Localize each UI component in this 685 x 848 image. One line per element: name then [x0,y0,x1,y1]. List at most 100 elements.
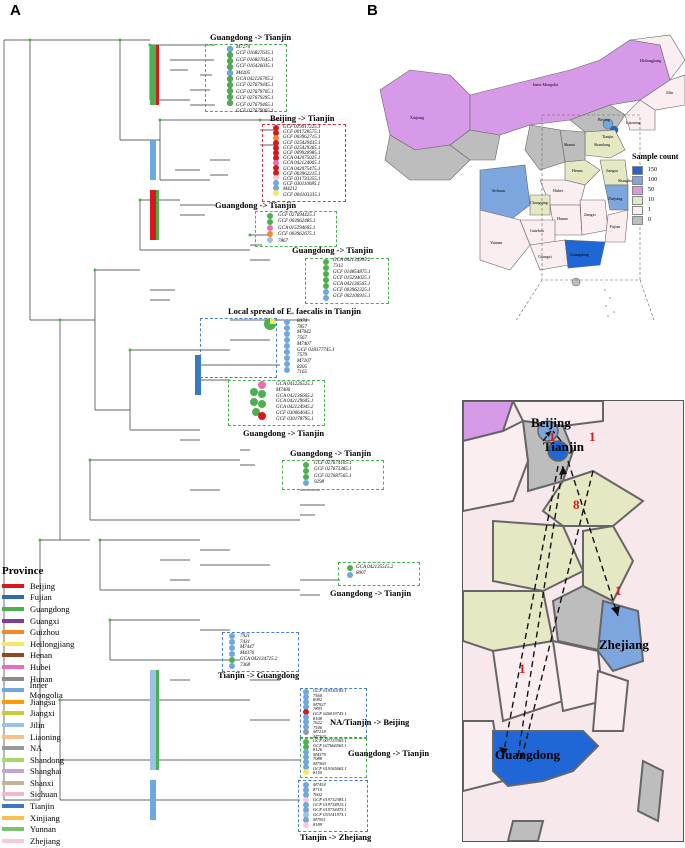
sample-swatch [632,215,643,225]
legend-item: Xinjiang [2,812,82,824]
clade-label: NA/Tianjin -> Beijing [330,717,410,727]
legend-item: Yunnan [2,823,82,835]
sample-label: 150 [648,167,657,173]
map-label: Zhejiang [608,196,623,201]
clade-box [228,380,325,426]
region-henan [564,159,601,186]
legend-label: Tianjin [30,801,55,812]
legend-item: Heilongjiang [2,638,82,650]
map-label: Fujian [610,224,621,229]
clade-label: Guangdong -> Tianjin [348,748,430,758]
legend-label: Shanxi [30,777,54,788]
legend-item: Henan [2,650,82,662]
map-label: Shandong [594,142,610,147]
legend-swatch [2,606,24,611]
legend-swatch [2,838,24,843]
map-label: Guangdong [570,252,589,257]
region-heilongjiang [629,34,685,81]
count-tianjin-to-guangdong: 1 [519,661,526,676]
clade-box [205,44,287,112]
sample-swatch [632,205,643,215]
legend-label: Beijing [30,580,56,591]
legend-item: Jiangxi [2,708,82,720]
legend-swatch [2,641,24,646]
sample-swatch [632,175,643,185]
sample-legend-item: 10 [632,195,685,205]
sample-legend-item: 50 [632,185,685,195]
map-label: Beijing [598,117,610,122]
sample-legend-item: 100 [632,175,685,185]
sample-legend-item: 150 [632,165,685,175]
zoom-region-hubei [463,590,555,653]
legend-swatch [2,699,24,704]
zoom-label-beijing: Beijing [531,415,571,430]
legend-item: Tianjin [2,800,82,812]
legend-swatch [2,630,24,635]
legend-label: Fujian [30,592,52,603]
legend-swatch [2,653,24,658]
map-label: Xinjiang [410,115,424,120]
legend-item: Guangxi [2,615,82,627]
tree-svg [3,38,340,820]
zoom-inset: Beijing Tianjin Zhejiang Guangdong 1 1 8… [462,400,684,842]
map-label: Liaoning [626,120,641,125]
sample-swatch [632,185,643,195]
legend-item: Hubei [2,661,82,673]
zoom-tianjin-node [547,440,569,462]
clade-box [298,780,368,832]
legend-label: Liaoning [30,731,61,742]
map-label: Guangxi [538,254,552,259]
map-label: Guizhou [530,228,544,233]
sample-legend-item: 0 [632,215,685,225]
legend-item: Shandong [2,754,82,766]
clade-box [338,562,420,586]
legend-item: Fujian [2,592,82,604]
legend-swatch [2,722,24,727]
legend-label: NA [30,743,43,754]
legend-swatch [2,711,24,716]
sample-label: 50 [648,187,654,193]
clade-circles [298,738,314,781]
zoom-label-tianjin: Tianjin [543,439,584,454]
clade-box [300,738,367,778]
legend-swatch [2,792,24,797]
map-label: Heilongjiang [640,58,661,63]
legend-item: Jiangsu [2,696,82,708]
zoom-map-svg [463,401,683,841]
clade-circles [318,258,338,307]
legend-swatch [2,664,24,669]
sample-label: 1 [648,207,651,213]
legend-item: Liaoning [2,731,82,743]
legend-label: Heilongjiang [30,638,75,649]
legend-label: Shandong [30,754,64,765]
clade-label: Guangdong -> Tianjin [330,588,412,598]
legend-swatch [2,827,24,832]
legend-label: Sichuan [30,789,58,800]
legend-label: Guangdong [30,603,70,614]
zoom-beijing-node [537,420,559,442]
legend-label: Hubei [30,661,51,672]
legend-item: Guizhou [2,626,82,638]
zoom-region-hainan [506,820,545,841]
map-label: Yunnan [490,240,503,245]
zoom-region-jiangsu [582,524,635,603]
legend-item: Guangdong [2,603,82,615]
zoom-region-taiwan [636,759,665,823]
clade-circles [268,124,288,205]
clade-label: Tianjin -> Zhejiang [300,832,372,842]
count-beijing-to-tianjin: 1 [549,429,556,444]
clade-circles [242,380,272,429]
legend-title: Province [2,565,44,577]
panel-letter-a: A [10,2,21,19]
clade-circles [222,45,242,114]
zoom-label-guangdong: Guangdong [495,747,561,762]
legend-label: Jilin [30,719,45,730]
legend-label: Yunnan [30,824,56,835]
